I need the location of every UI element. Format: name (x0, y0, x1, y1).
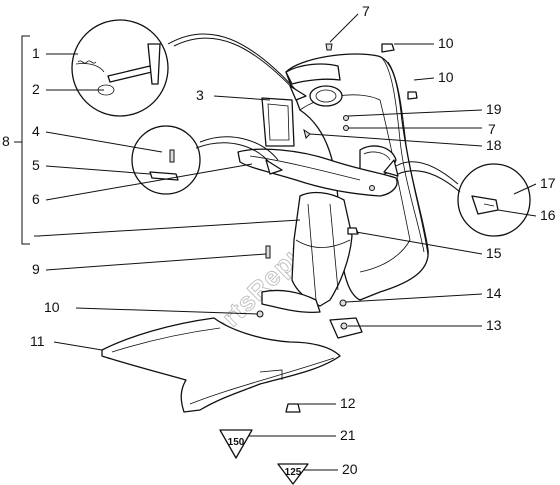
cross-panel (237, 148, 398, 197)
detail-bubble-bracket (457, 163, 531, 237)
callout-8: 8 (2, 133, 10, 149)
callout-14: 14 (486, 285, 502, 301)
callout-10-left: 10 (44, 299, 60, 315)
callout-7-top: 7 (362, 3, 370, 19)
callout-2: 2 (32, 81, 40, 97)
fasteners (256, 43, 515, 413)
callout-11: 11 (30, 333, 45, 349)
badge-150: 150 (219, 429, 253, 459)
callout-9: 9 (32, 261, 40, 277)
callout-labels: 1 2 3 4 5 6 7 7 8 9 10 10 10 11 12 13 14… (2, 3, 556, 477)
callout-18: 18 (486, 137, 502, 153)
callout-16: 16 (540, 207, 556, 223)
callout-19: 19 (486, 101, 502, 117)
badge-125-label: 125 (285, 467, 302, 478)
leader-arrows (167, 33, 461, 193)
lower-bracket (261, 289, 363, 339)
callout-4: 4 (32, 123, 40, 139)
callout-21: 21 (340, 427, 356, 443)
callout-3: 3 (196, 87, 204, 103)
detail-bubble-hook (71, 19, 169, 117)
callout-lines (14, 13, 537, 471)
glovebox-frame (261, 97, 295, 147)
callout-13: 13 (486, 317, 502, 333)
callout-17: 17 (540, 175, 556, 191)
callout-20: 20 (342, 461, 358, 477)
callout-10-mid: 10 (438, 69, 454, 85)
badge-150-label: 150 (228, 437, 245, 448)
floorboard (101, 317, 341, 413)
center-tunnel (291, 191, 353, 307)
callout-1: 1 (32, 45, 40, 61)
callout-12: 12 (340, 395, 356, 411)
callout-5: 5 (32, 157, 40, 173)
callout-6: 6 (32, 191, 40, 207)
callout-15: 15 (486, 245, 502, 261)
callout-7-right: 7 (488, 121, 496, 137)
callout-10-top: 10 (438, 35, 454, 51)
badge-125: 125 (277, 463, 309, 485)
detail-bubble-clip (131, 125, 201, 195)
